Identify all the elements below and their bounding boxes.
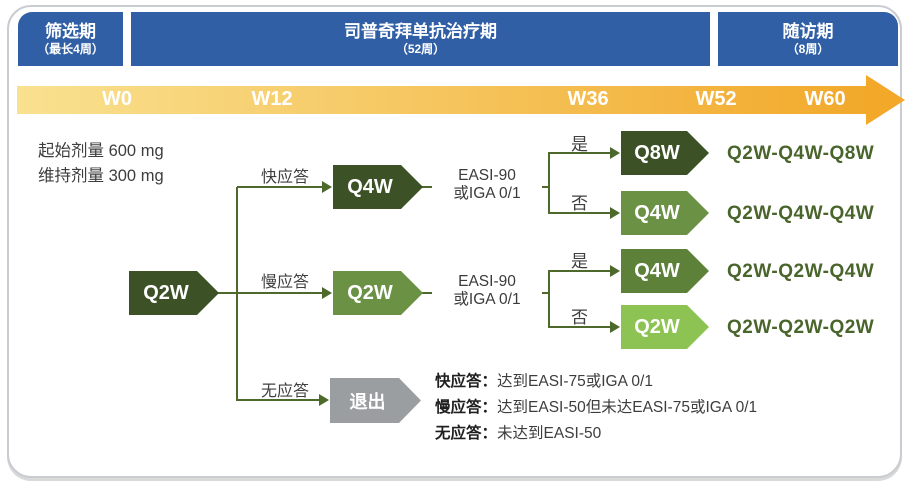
phase-screening-subtitle: （最长4周） xyxy=(37,42,104,57)
slow-no-line xyxy=(549,326,611,328)
slow-criteria-line2: 或IGA 0/1 xyxy=(453,290,521,308)
fast-criteria-line1: EASI-90 xyxy=(458,167,516,184)
legend-term-slow: 慢应答： xyxy=(435,399,498,416)
fast-yes-q8w-box: Q8W xyxy=(621,131,709,175)
fast-yes-line xyxy=(549,152,611,154)
arrowhead-icon xyxy=(322,181,332,193)
result-slow-no: Q2W-Q2W-Q2W xyxy=(727,317,875,338)
fast-criteria-line2: 或IGA 0/1 xyxy=(453,184,521,202)
slow-branch-line xyxy=(218,292,324,294)
trunk-line xyxy=(236,187,238,401)
arrowhead-icon xyxy=(319,394,329,406)
arrowhead-icon xyxy=(610,265,620,277)
week-label-w12: W12 xyxy=(251,88,293,110)
arrowhead-icon xyxy=(610,207,620,219)
arrowhead-icon xyxy=(610,321,620,333)
phase-followup-subtitle: （8周） xyxy=(786,42,830,57)
dose-initial: 起始剂量 600 mg xyxy=(38,142,164,160)
legend-term-none: 无应答： xyxy=(435,425,498,442)
non-responder-label: 无应答 xyxy=(260,383,309,400)
response-legend: 快应答：达到EASI-75或IGA 0/1 慢应答：达到EASI-50但未达EA… xyxy=(435,369,757,447)
result-fast-no: Q2W-Q4W-Q4W xyxy=(727,203,875,224)
week-label-w60: W60 xyxy=(804,88,846,110)
phase-treatment: 司普奇拜单抗治疗期 （52周） xyxy=(131,12,710,66)
fast-responder-label: 快应答 xyxy=(260,169,309,186)
fast-criteria-label: EASI-90 或IGA 0/1 xyxy=(432,166,542,204)
slow-yes-line xyxy=(549,270,611,272)
week-label-w36: W36 xyxy=(567,88,609,110)
fast-no-line xyxy=(549,212,611,214)
phase-followup: 随访期 （8周） xyxy=(718,12,898,66)
phase-followup-title: 随访期 xyxy=(782,21,834,41)
start-q2w-box: Q2W xyxy=(129,271,219,315)
legend-term-fast: 快应答： xyxy=(435,373,498,390)
fast-branch-line xyxy=(237,186,324,188)
exit-box: 退出 xyxy=(330,378,421,423)
none-branch-line xyxy=(237,399,321,401)
slow-responder-label: 慢应答 xyxy=(260,274,309,291)
legend-desc-fast: 达到EASI-75或IGA 0/1 xyxy=(497,373,653,390)
timeline-bar xyxy=(17,86,868,114)
slow-no-q2w-box: Q2W xyxy=(621,305,709,349)
arrowhead-icon xyxy=(322,287,332,299)
fast-no-q4w-box: Q4W xyxy=(621,191,709,235)
dose-maintenance: 维持剂量 300 mg xyxy=(38,166,164,185)
dose-note: 起始剂量 600 mg 维持剂量 300 mg xyxy=(38,139,164,189)
slow-split-line xyxy=(548,270,550,328)
legend-item-slow: 慢应答：达到EASI-50但未达EASI-75或IGA 0/1 xyxy=(435,395,757,421)
slow-yes-q4w-box: Q4W xyxy=(621,249,709,293)
week-label-w52: W52 xyxy=(695,88,737,110)
slow-yes-label: 是 xyxy=(571,252,588,271)
arrowhead-icon xyxy=(610,147,620,159)
legend-item-none: 无应答：未达到EASI-50 xyxy=(435,421,757,447)
slow-criteria-label: EASI-90 或IGA 0/1 xyxy=(432,272,542,310)
result-fast-yes: Q2W-Q4W-Q8W xyxy=(727,143,875,164)
phase-screening: 筛选期 （最长4周） xyxy=(18,12,123,66)
fast-yes-label: 是 xyxy=(571,135,588,154)
slow-no-label: 否 xyxy=(571,308,588,327)
fast-q4w-box: Q4W xyxy=(333,165,423,209)
week-label-w0: W0 xyxy=(102,88,132,110)
phase-treatment-subtitle: （52周） xyxy=(395,42,446,57)
legend-item-fast: 快应答：达到EASI-75或IGA 0/1 xyxy=(435,369,757,395)
result-slow-yes: Q2W-Q2W-Q4W xyxy=(727,261,875,282)
phase-treatment-title: 司普奇拜单抗治疗期 xyxy=(344,21,497,41)
diagram-card xyxy=(7,5,902,478)
slow-q2w-box: Q2W xyxy=(333,271,423,315)
slow-criteria-line1: EASI-90 xyxy=(458,273,516,290)
phase-screening-title: 筛选期 xyxy=(45,21,96,41)
fast-no-label: 否 xyxy=(571,194,588,213)
legend-desc-none: 未达到EASI-50 xyxy=(497,425,602,442)
timeline-arrowhead-icon xyxy=(866,75,905,125)
fast-split-line xyxy=(548,152,550,214)
legend-desc-slow: 达到EASI-50但未达EASI-75或IGA 0/1 xyxy=(497,399,758,416)
